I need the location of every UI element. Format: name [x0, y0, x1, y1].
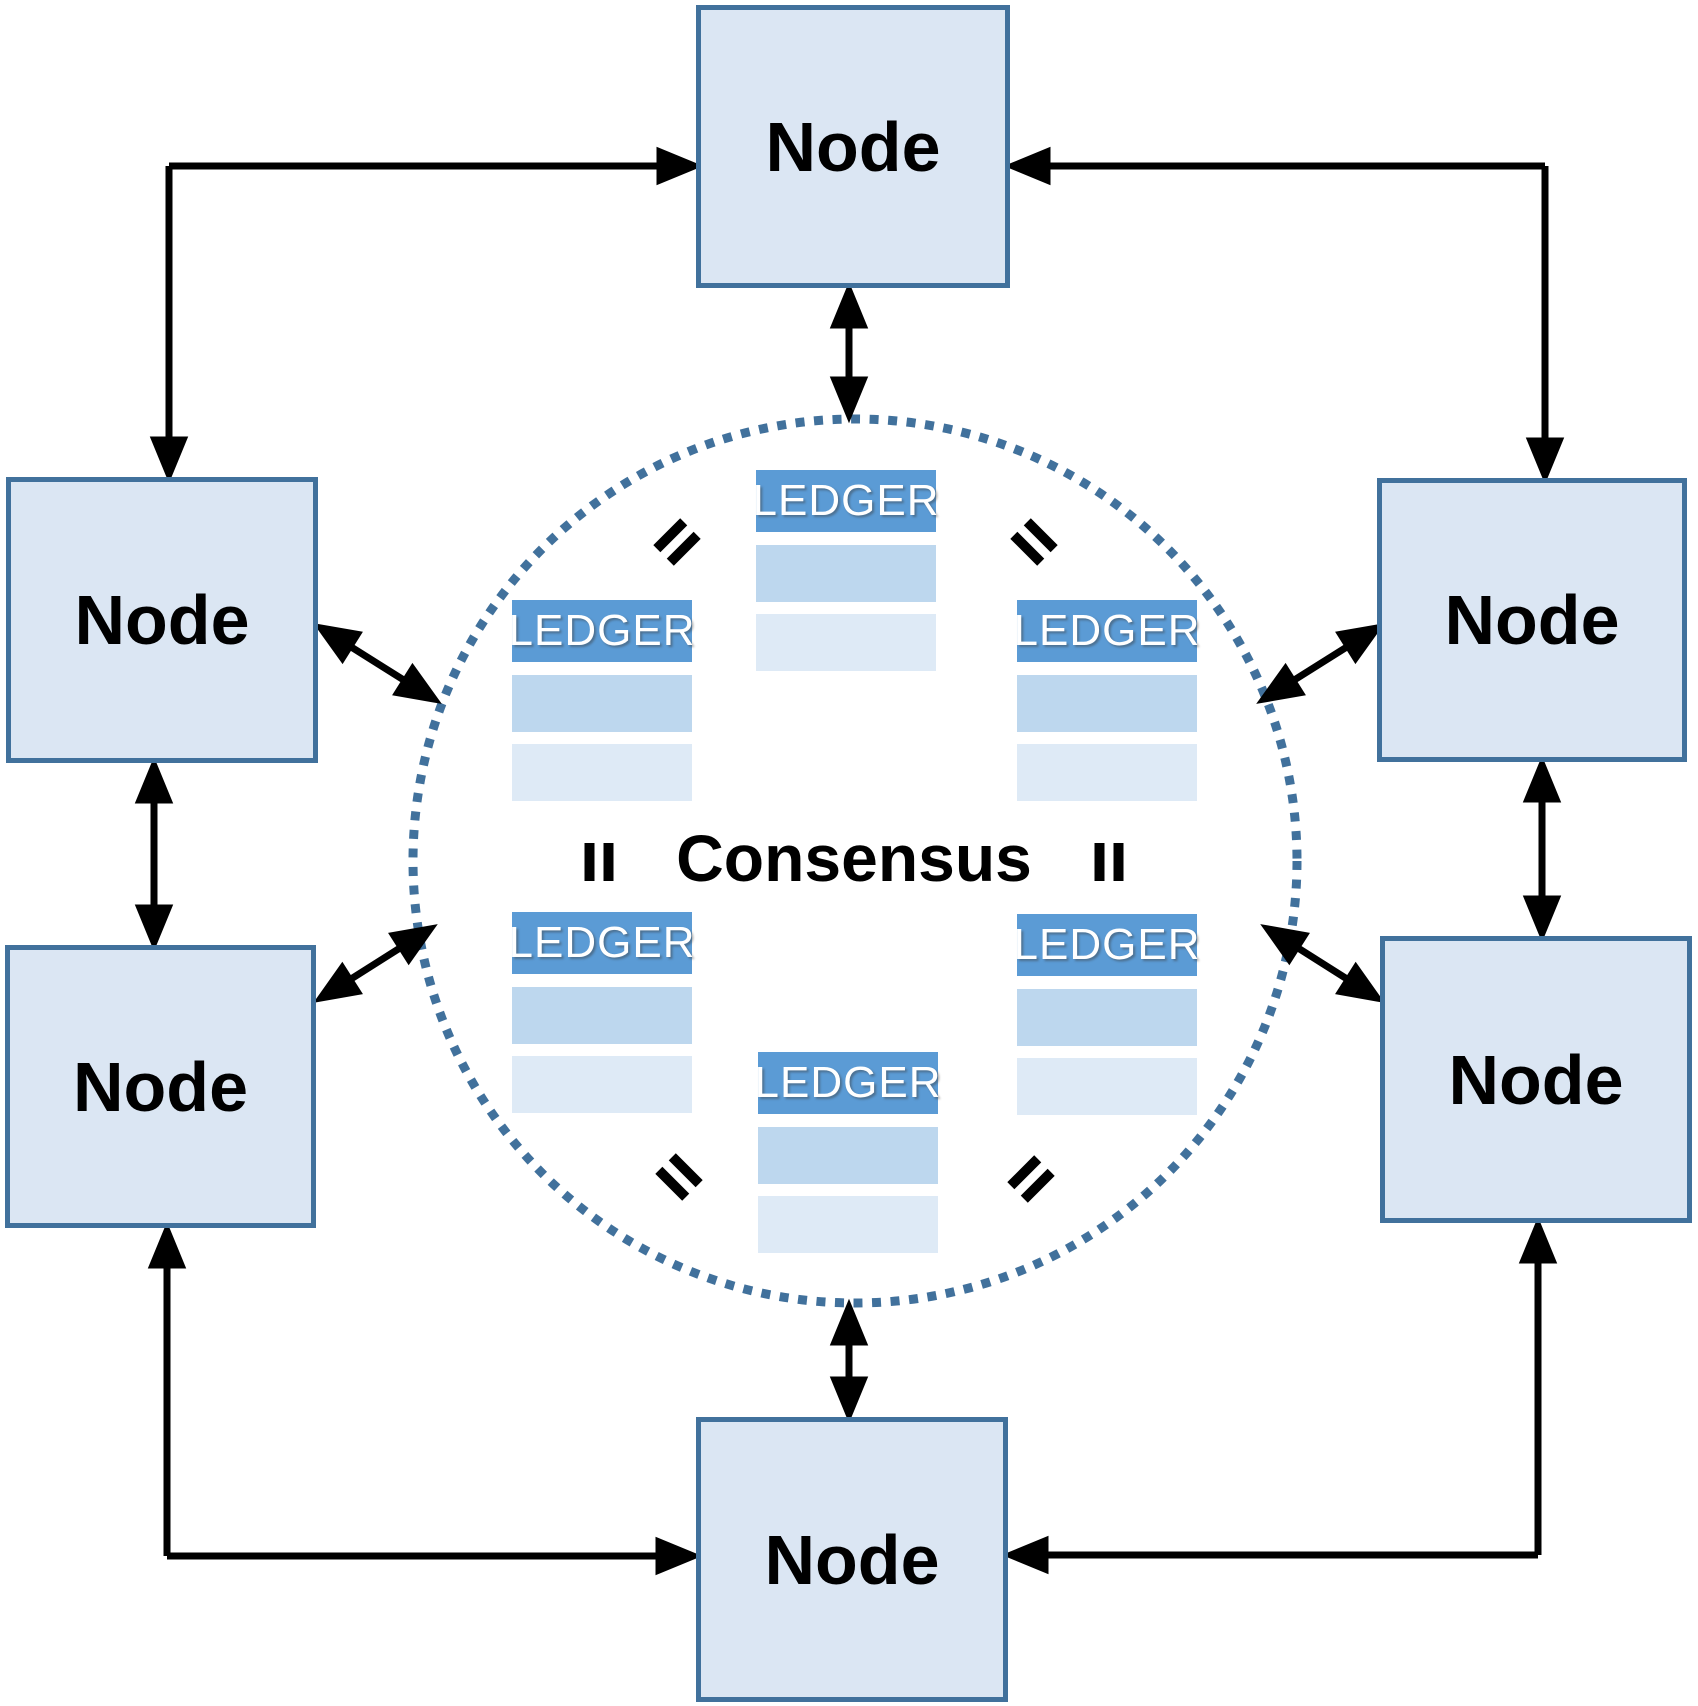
- node-label: Node: [74, 581, 250, 659]
- node-label: Node: [1448, 1040, 1624, 1119]
- ledger-row: [1017, 744, 1197, 801]
- ledger-table-bottom-right: LEDGER: [1014, 914, 1199, 1127]
- arrowhead-icon: [134, 756, 174, 804]
- ledger-label: LEDGER: [1013, 606, 1201, 655]
- node-box-top: Node: [696, 5, 1010, 288]
- ledger-row: [756, 545, 936, 602]
- arrowhead-icon: [149, 436, 189, 484]
- arrowhead-icon: [829, 1376, 869, 1424]
- arrowhead-icon: [655, 1536, 703, 1576]
- ledger-header: LEDGER: [1014, 914, 1199, 976]
- ledger-table-bottom: LEDGER: [755, 1052, 940, 1265]
- arrowhead-icon: [1256, 662, 1306, 704]
- node-label: Node: [73, 1047, 248, 1126]
- ledger-label: LEDGER: [754, 1058, 942, 1107]
- arrowhead-icon: [392, 662, 442, 704]
- arrowhead-icon: [147, 1221, 187, 1269]
- arrowhead-icon: [1525, 437, 1565, 485]
- ledger-row: [758, 1127, 938, 1184]
- arrowhead-icon: [313, 961, 363, 1003]
- ledger-label: LEDGER: [508, 918, 696, 967]
- arrowhead-icon: [313, 623, 363, 665]
- ledger-header: LEDGER: [755, 1052, 940, 1114]
- node-label: Node: [765, 107, 941, 186]
- ledger-row: [1017, 989, 1197, 1046]
- ledger-row: [512, 675, 692, 732]
- arrowhead-icon: [1522, 895, 1562, 943]
- ledger-row: [512, 987, 692, 1044]
- node-label: Node: [764, 1520, 940, 1599]
- ledger-row: [1017, 675, 1197, 732]
- ledger-table-top: LEDGER: [753, 470, 938, 683]
- arrowhead-icon: [1260, 924, 1310, 966]
- ledger-header: LEDGER: [1014, 600, 1199, 662]
- arrowhead-icon: [656, 146, 704, 186]
- node-label: Node: [1444, 581, 1620, 659]
- arrowhead-icon: [1335, 961, 1385, 1003]
- arrow-group: [134, 146, 1565, 1576]
- node-box-left-lower: Node: [5, 945, 316, 1228]
- arrowhead-icon: [1001, 1535, 1049, 1575]
- ledger-table-left: LEDGER: [509, 600, 694, 813]
- ledger-row: [758, 1196, 938, 1253]
- arrowhead-icon: [388, 924, 438, 966]
- ledger-row: [756, 614, 936, 671]
- ledger-table-bottom-left: LEDGER: [509, 912, 694, 1125]
- ledger-row: [512, 744, 692, 801]
- ledger-label: LEDGER: [752, 476, 940, 525]
- arrowhead-icon: [134, 904, 174, 952]
- node-box-left-upper: Node: [6, 477, 318, 763]
- arrowhead-icon: [829, 1298, 869, 1346]
- node-box-bottom: Node: [696, 1417, 1008, 1702]
- arrowhead-icon: [829, 376, 869, 424]
- node-box-right-upper: Node: [1377, 478, 1687, 762]
- ledger-row: [1017, 1058, 1197, 1115]
- node-box-right-lower: Node: [1380, 936, 1692, 1223]
- consensus-title: Consensus: [676, 821, 1032, 895]
- arrowhead-icon: [1518, 1216, 1558, 1264]
- ledger-label: LEDGER: [1013, 920, 1201, 969]
- ledger-label: LEDGER: [508, 606, 696, 655]
- arrowhead-icon: [829, 281, 869, 329]
- arrowhead-icon: [1522, 755, 1562, 803]
- equals-icon: [1094, 843, 1124, 881]
- ledger-header: LEDGER: [509, 912, 694, 974]
- ledger-row: [512, 1056, 692, 1113]
- ledger-header: LEDGER: [509, 600, 694, 662]
- ledger-header: LEDGER: [753, 470, 938, 532]
- equals-icon: [584, 843, 614, 881]
- arrowhead-icon: [1335, 623, 1385, 665]
- arrowhead-icon: [1003, 146, 1051, 186]
- ledger-table-right: LEDGER: [1014, 600, 1199, 813]
- consensus-dotted-circle-icon: [408, 414, 1302, 1308]
